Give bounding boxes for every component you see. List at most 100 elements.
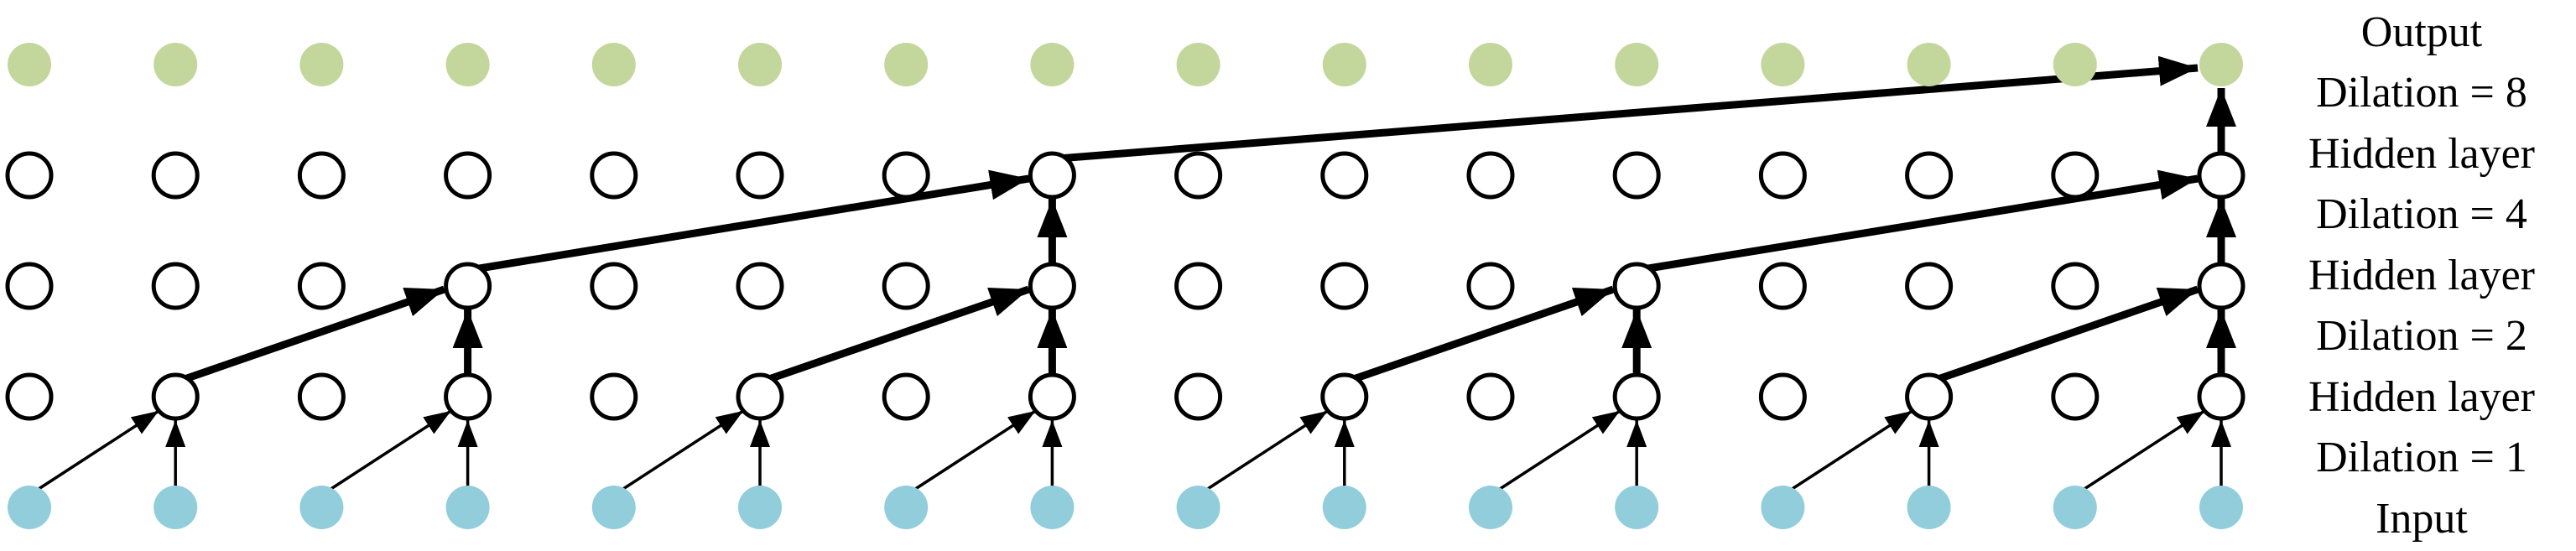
node-hidden-dilation4-4	[590, 151, 638, 200]
edge-diag-r3c1-to-r2c3	[180, 285, 446, 384]
edge-diag-r4c0-to-r3c1	[35, 409, 160, 492]
node-input-12	[1761, 486, 1805, 529]
node-hidden-dilation4-15	[2197, 151, 2246, 200]
node-hidden-dilation4-5	[736, 151, 784, 200]
node-hidden-dilation4-1	[151, 151, 200, 200]
edge-diag-r2c3-to-r1c7	[473, 169, 1030, 273]
node-hidden-dilation4-8	[1174, 151, 1223, 200]
label-input: Input	[2376, 495, 2468, 543]
label-dilation-1: Dilation = 1	[2316, 434, 2527, 481]
node-input-13	[1907, 486, 1951, 529]
node-hidden-dilation2-11	[1612, 262, 1661, 310]
node-hidden-dilation2-1	[151, 262, 200, 310]
node-input-11	[1615, 486, 1659, 529]
label-hidden-layer-2: Hidden layer	[2308, 252, 2535, 299]
node-output-14	[2053, 43, 2097, 86]
node-hidden-dilation4-12	[1758, 151, 1807, 200]
node-hidden-dilation2-9	[1320, 262, 1369, 310]
edge-diag-r4c6-to-r3c7	[912, 409, 1037, 492]
edge-diag-r4c2-to-r3c3	[327, 409, 452, 492]
nodes-layer	[5, 43, 2246, 529]
label-dilation-4: Dilation = 4	[2316, 190, 2527, 238]
node-output-2	[299, 43, 344, 86]
label-hidden-layer-3: Hidden layer	[2308, 130, 2535, 178]
node-input-8	[1176, 486, 1220, 529]
node-output-4	[591, 43, 636, 86]
node-hidden-dilation1-1	[151, 372, 200, 421]
node-input-10	[1469, 486, 1512, 529]
edge-diag-r3c9-to-r2c11	[1350, 285, 1615, 384]
node-hidden-dilation2-5	[736, 262, 784, 310]
node-hidden-dilation1-6	[882, 372, 930, 421]
node-hidden-dilation2-10	[1466, 262, 1515, 310]
node-output-11	[1615, 43, 1659, 86]
edge-diag-r4c12-to-r3c13	[1788, 409, 1913, 492]
layer-labels: Output Dilation = 8 Hidden layer Dilatio…	[2308, 8, 2535, 543]
node-hidden-dilation2-3	[444, 262, 492, 310]
node-input-14	[2053, 486, 2097, 529]
node-input-1	[154, 486, 198, 529]
node-hidden-dilation2-2	[297, 262, 346, 310]
edges-layer	[35, 55, 2236, 492]
node-hidden-dilation2-14	[2051, 262, 2100, 310]
node-hidden-dilation4-7	[1028, 151, 1076, 200]
node-hidden-dilation4-14	[2051, 151, 2100, 200]
node-hidden-dilation1-15	[2197, 372, 2246, 421]
edge-diag-r4c14-to-r3c15	[2080, 409, 2205, 492]
node-output-10	[1469, 43, 1512, 86]
node-hidden-dilation1-7	[1028, 372, 1076, 421]
edge-diag-r4c10-to-r3c11	[1496, 409, 1621, 492]
node-output-12	[1761, 43, 1805, 86]
node-hidden-dilation1-13	[1905, 372, 1954, 421]
node-output-6	[884, 43, 929, 86]
node-hidden-dilation2-13	[1905, 262, 1954, 310]
label-output: Output	[2361, 8, 2483, 56]
node-hidden-dilation1-5	[736, 372, 784, 421]
node-output-5	[738, 43, 782, 86]
edge-diag-r4c4-to-r3c5	[619, 409, 744, 492]
node-output-3	[445, 43, 490, 86]
node-output-13	[1907, 43, 1951, 86]
node-hidden-dilation4-6	[882, 151, 930, 200]
node-hidden-dilation1-10	[1466, 372, 1515, 421]
edge-diag-r1c7-to-r0c15	[1059, 55, 2199, 163]
node-output-1	[154, 43, 198, 86]
edge-diag-r4c8-to-r3c9	[1204, 409, 1329, 492]
node-input-9	[1322, 486, 1366, 529]
node-hidden-dilation1-11	[1612, 372, 1661, 421]
edge-diag-r3c5-to-r2c7	[765, 285, 1030, 384]
edge-diag-r2c11-to-r1c15	[1642, 169, 2199, 273]
node-hidden-dilation1-4	[590, 372, 638, 421]
label-dilation-8: Dilation = 8	[2316, 69, 2527, 117]
node-hidden-dilation1-8	[1174, 372, 1223, 421]
node-output-0	[8, 43, 51, 86]
node-hidden-dilation4-0	[5, 151, 54, 200]
node-hidden-dilation2-0	[5, 262, 54, 310]
edge-diag-r3c13-to-r2c15	[1934, 285, 2199, 384]
node-hidden-dilation2-4	[590, 262, 638, 310]
node-output-8	[1176, 43, 1220, 86]
node-hidden-dilation1-0	[5, 372, 54, 421]
node-hidden-dilation2-8	[1174, 262, 1223, 310]
node-input-6	[884, 486, 929, 529]
node-hidden-dilation1-9	[1320, 372, 1369, 421]
node-hidden-dilation2-12	[1758, 262, 1807, 310]
node-hidden-dilation1-14	[2051, 372, 2100, 421]
node-output-15	[2199, 43, 2243, 86]
node-input-2	[299, 486, 344, 529]
node-hidden-dilation4-10	[1466, 151, 1515, 200]
node-input-15	[2199, 486, 2243, 529]
node-hidden-dilation1-12	[1758, 372, 1807, 421]
node-input-3	[445, 486, 490, 529]
node-hidden-dilation4-13	[1905, 151, 1954, 200]
node-input-0	[8, 486, 51, 529]
node-input-4	[591, 486, 636, 529]
node-hidden-dilation2-6	[882, 262, 930, 310]
node-hidden-dilation2-15	[2197, 262, 2246, 310]
label-dilation-2: Dilation = 2	[2316, 312, 2527, 360]
node-hidden-dilation4-2	[297, 151, 346, 200]
node-hidden-dilation1-3	[444, 372, 492, 421]
label-hidden-layer-1: Hidden layer	[2308, 373, 2535, 421]
